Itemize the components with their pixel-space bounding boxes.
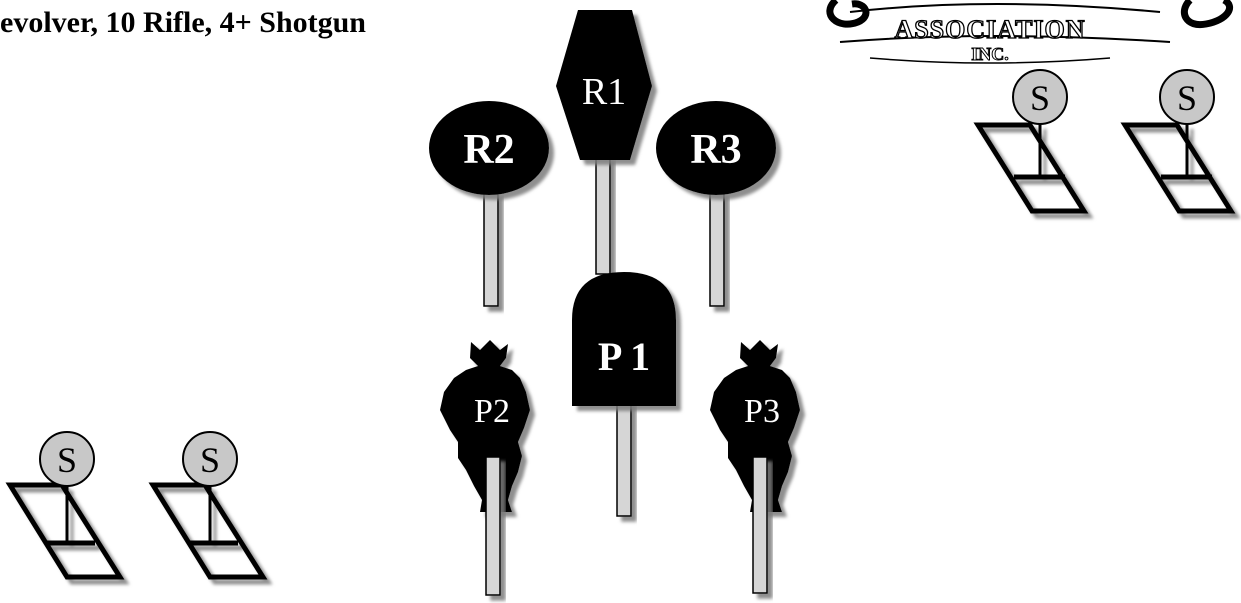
logo-banner-low [869,57,1111,64]
stage-description-heading: evolver, 10 Rifle, 4+ Shotgun [0,6,366,39]
pistol-target-post [485,456,501,596]
rifle-target-r1-label: R1 [582,71,626,113]
pistol-target-p2: P2 [440,340,530,512]
pistol-target-post [616,399,632,517]
association-logo: ASSOCIATION INC. [826,0,1233,65]
shotgun-target-label: S [1030,78,1050,118]
logo-scroll-right [1181,0,1233,29]
rifle-target-r2-label: R2 [463,127,514,173]
pistol-target-p1-label: P 1 [598,334,650,379]
logo-banner-top [849,3,1161,13]
rifle-target-r2: R2 [429,101,549,195]
pistol-target-p2-label: P2 [474,393,510,430]
logo-text-inc: INC. [971,44,1009,64]
pistol-target-p1: P 1 [572,272,676,406]
logo-text-association: ASSOCIATION [894,15,1085,44]
rifle-target-post [595,155,611,275]
shotgun-target-label: S [1177,78,1197,118]
rifle-target-r3-label: R3 [690,127,741,173]
shotgun-target-label: S [200,440,220,480]
rifle-target-post [709,191,725,307]
shotgun-target: S [148,431,268,580]
logo-scroll-left [826,0,870,28]
rifle-target-r3: R3 [656,101,776,195]
shotgun-target-label: S [57,440,77,480]
rifle-target-post [483,191,499,307]
pistol-target-post [752,456,768,594]
pistol-target-p3: P3 [710,340,800,512]
shotgun-target: S [1120,69,1236,214]
logo-banner-mid [839,35,1171,43]
shotgun-target: S [973,69,1089,214]
rifle-target-r1: R1 [556,10,652,160]
pistol-target-p3-label: P3 [744,393,780,430]
shotgun-target: S [5,431,125,580]
